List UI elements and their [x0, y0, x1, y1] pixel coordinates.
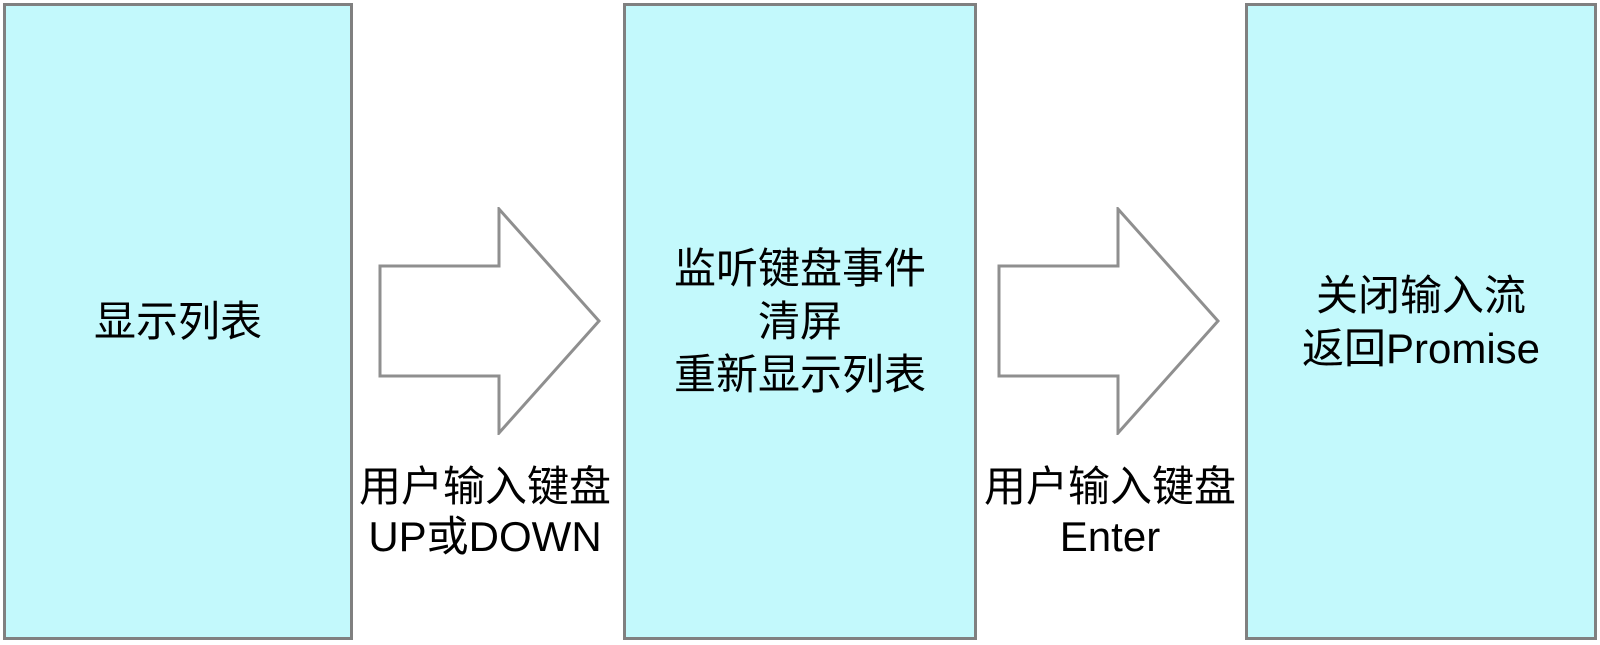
- node-display-list-text: 显示列表: [94, 295, 262, 348]
- node-text-line: 清屏: [757, 298, 842, 345]
- arrow-label-line: UP或DOWN: [368, 513, 602, 560]
- node-text-line: 重新显示列表: [673, 351, 926, 398]
- node-keyboard-listen-text: 监听键盘事件 清屏 重新显示列表: [674, 242, 926, 401]
- node-text-line: 显示列表: [93, 298, 262, 345]
- arrow-label-enter: 用户输入键盘 Enter: [955, 462, 1265, 562]
- node-text-line: 关闭输入流: [1315, 271, 1526, 319]
- node-close-stream-text: 关闭输入流 返回Promise: [1302, 269, 1540, 375]
- arrow-label-up-down: 用户输入键盘 UP或DOWN: [330, 462, 640, 562]
- node-text-line: 返回Promise: [1301, 324, 1541, 372]
- block-arrow-right-icon: [997, 207, 1221, 435]
- block-arrow-right-icon: [378, 207, 602, 435]
- arrow-label-line: 用户输入键盘: [358, 463, 611, 510]
- arrow-label-line: Enter: [1059, 513, 1161, 560]
- node-keyboard-listen: 监听键盘事件 清屏 重新显示列表: [623, 3, 977, 640]
- arrow-label-line: 用户输入键盘: [983, 463, 1236, 510]
- node-display-list: 显示列表: [3, 3, 353, 640]
- node-close-stream: 关闭输入流 返回Promise: [1245, 3, 1597, 640]
- node-text-line: 监听键盘事件: [673, 245, 926, 292]
